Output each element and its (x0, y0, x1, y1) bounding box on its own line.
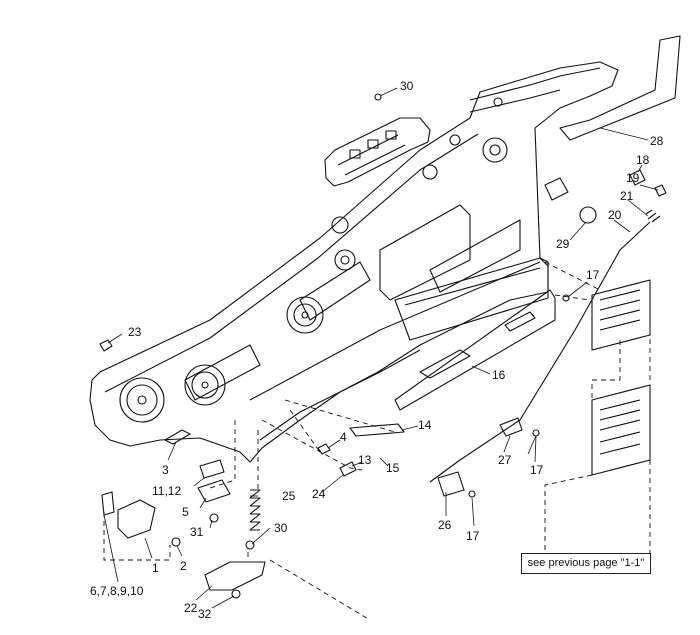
callout-23: 23 (128, 325, 142, 339)
callout-11-12: 11,12 (152, 484, 181, 498)
part-29-knob (579, 206, 597, 224)
callout-30-a: 30 (400, 79, 414, 93)
part-23-pin (99, 339, 113, 352)
callout-19: 19 (626, 171, 640, 185)
callout-31: 31 (190, 525, 204, 539)
callout-17-c: 17 (466, 529, 480, 543)
part-20-wire (429, 221, 651, 483)
callout-21: 21 (620, 189, 634, 203)
callout-6-10: 6,7,8,9,10 (90, 584, 144, 598)
reel-gear-left (119, 377, 165, 423)
callout-20: 20 (608, 208, 622, 222)
part-25-spring (249, 489, 261, 531)
top-handle (324, 117, 431, 187)
part-1-block (117, 499, 156, 539)
callout-1: 1 (152, 561, 159, 575)
part-27-clip (499, 417, 523, 437)
callout-14: 14 (418, 418, 432, 432)
part-26-bracket (437, 471, 465, 497)
reel-gear-right (286, 296, 324, 334)
callout-24: 24 (312, 487, 326, 501)
callout-13: 13 (358, 453, 372, 467)
callout-3: 3 (162, 463, 169, 477)
part-28-arm (559, 35, 681, 141)
callout-28: 28 (650, 134, 664, 148)
part-21-spring (645, 209, 661, 223)
part-22-base (204, 561, 266, 591)
lower-guide (394, 289, 556, 411)
callout-2: 2 (180, 559, 187, 573)
callout-22: 22 (184, 601, 198, 615)
part-3-pin (164, 429, 191, 445)
callout-26: 26 (438, 518, 452, 532)
callout-16: 16 (492, 368, 506, 382)
callout-15: 15 (386, 461, 400, 475)
callout-32: 32 (198, 607, 212, 621)
callout-29: 29 (556, 237, 570, 251)
part-5-plate (197, 479, 231, 503)
callout-17-b: 17 (530, 463, 544, 477)
callout-4: 4 (340, 430, 347, 444)
see-previous-page-note: see previous page "1-1" (521, 553, 651, 574)
note-text: see previous page "1-1" (527, 557, 645, 569)
callout-30-b: 30 (274, 521, 288, 535)
callout-5: 5 (182, 505, 189, 519)
callout-17-a: 17 (586, 268, 600, 282)
reel-gear-mid (184, 364, 226, 406)
callout-27: 27 (498, 453, 512, 467)
part-14-lever (349, 423, 405, 437)
callout-18: 18 (636, 153, 650, 167)
side-plate (394, 257, 549, 341)
callout-25: 25 (282, 489, 296, 503)
